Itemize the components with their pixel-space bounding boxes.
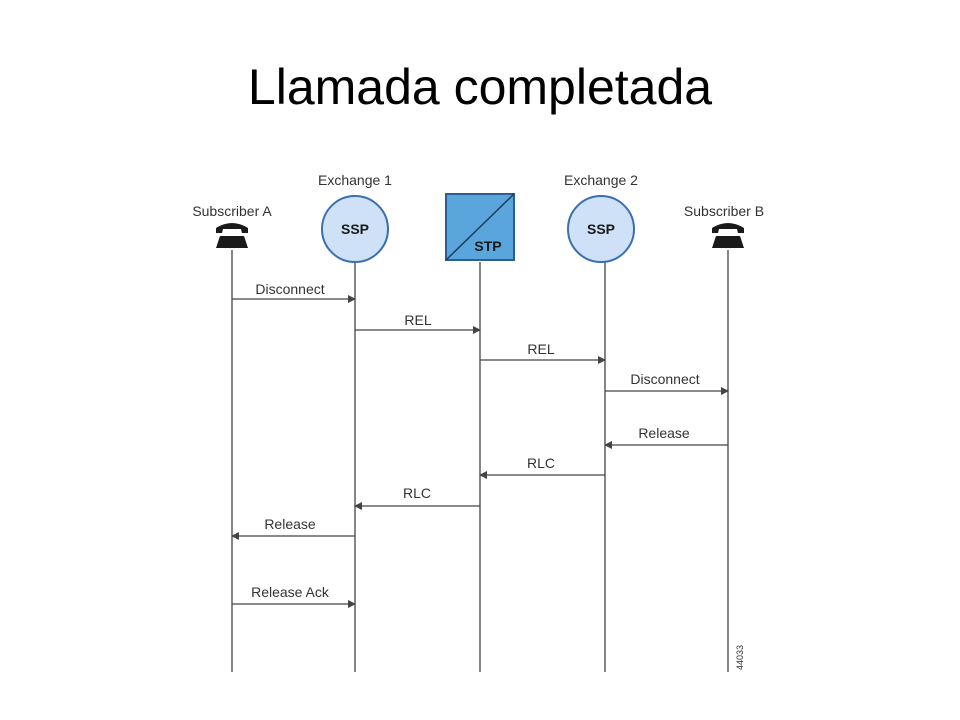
message-1: Disconnect — [232, 281, 356, 303]
message-2-label: REL — [404, 312, 431, 328]
message-8-label: Release — [264, 516, 316, 532]
message-7-label: RLC — [403, 485, 431, 501]
exchange-2-ssp-label: SSP — [587, 221, 615, 237]
telephone-icon — [712, 223, 744, 248]
message-4-label: Disconnect — [630, 371, 699, 387]
telephone-icon — [216, 223, 248, 248]
slide-title: Llamada completada — [247, 59, 713, 115]
message-6: RLC — [479, 455, 605, 479]
subscriber-b-label: Subscriber B — [684, 203, 764, 219]
message-5: Release — [604, 425, 728, 449]
subscriber-a-label: Subscriber A — [192, 203, 272, 219]
message-1-label: Disconnect — [255, 281, 324, 297]
stp-label: STP — [474, 238, 501, 254]
message-4: Disconnect — [605, 371, 729, 395]
exchange-2-title: Exchange 2 — [564, 172, 638, 188]
stp-diagonal — [445, 193, 515, 261]
exchange-1-title: Exchange 1 — [318, 172, 392, 188]
exchange-1-ssp-label: SSP — [341, 221, 369, 237]
message-3-label: REL — [527, 341, 554, 357]
figure-code: 44033 — [735, 645, 745, 670]
message-6-label: RLC — [527, 455, 555, 471]
message-2: REL — [355, 312, 481, 334]
exchange-2-ssp-node — [567, 195, 635, 263]
message-9-label: Release Ack — [251, 584, 330, 600]
message-5-label: Release — [638, 425, 690, 441]
exchange-1-ssp-node — [321, 195, 389, 263]
message-8: Release — [231, 516, 355, 540]
message-9: Release Ack — [232, 584, 356, 608]
message-7: RLC — [354, 485, 480, 510]
message-3: REL — [480, 341, 606, 364]
